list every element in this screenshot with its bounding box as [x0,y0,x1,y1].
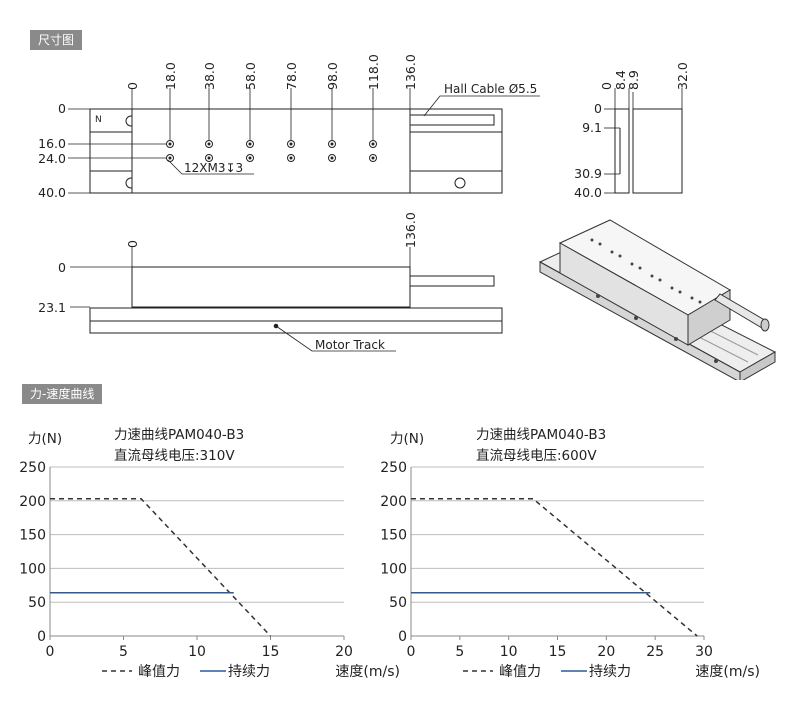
top-x-tick: 0 [125,82,140,90]
side-y-tick: 0 [58,260,66,275]
end-y-tick: 30.9 [574,166,602,181]
y-tick-label: 150 [380,528,407,544]
top-y-tick: 24.0 [38,151,66,166]
chart2-ylabel: 力(N) [390,431,425,447]
x-tick-label: 10 [188,644,206,660]
legend-label-continuous: 持续力 [228,663,270,680]
end-y-tick: 0 [594,101,602,116]
chart1-subtitle: 直流母线电压:310V [114,448,235,464]
isometric-view [538,219,777,380]
dimension-drawings: N 12XM3↧3 Hall Cable Ø5.5 [38,54,777,380]
chart-2: 0 50 100 150 200 250 0 5 10 15 20 25 30 峰值力 持续力 速度(m/s) [380,460,760,680]
y-tick-label: 50 [28,595,46,611]
top-x-tick: 58.0 [243,62,258,90]
x-tick-label: 10 [500,644,518,660]
dimensions-section-label: 尺寸图 [30,30,83,50]
y-tick-label: 200 [380,494,407,510]
end-y-tick: 9.1 [582,120,602,135]
x-axis-label: 速度(m/s) [695,664,760,680]
end-x-tick: 0 [599,82,614,90]
side-x-tick: 136.0 [403,212,418,248]
side-x-tick: 0 [125,240,140,248]
y-tick-label: 100 [19,561,46,577]
hole-callout: 12XM3↧3 [184,161,243,175]
chart2-subtitle: 直流母线电压:600V [476,448,597,464]
top-x-tick: 38.0 [202,62,217,90]
x-tick-label: 20 [597,644,615,660]
x-tick-label: 0 [407,644,416,660]
y-tick-label: 50 [389,595,407,611]
y-tick-label: 250 [380,460,407,476]
y-tick-label: 100 [380,561,407,577]
y-tick-label: 250 [19,460,46,476]
x-tick-label: 15 [549,644,567,660]
x-axis-label: 速度(m/s) [335,664,400,680]
series-line-peak [50,498,272,637]
x-tick-label: 25 [646,644,664,660]
side-view [70,247,503,352]
legend-label-continuous: 持续力 [589,663,631,680]
end-x-tick: 8.9 [626,70,641,90]
x-tick-label: 5 [455,644,464,660]
force-speed-section-label: 力-速度曲线 [22,384,103,404]
top-view [89,108,503,194]
series-line-peak [411,498,698,637]
end-x-tick: 8.4 [613,70,628,90]
forcer-body [131,108,411,194]
x-tick-label: 30 [695,644,713,660]
top-x-tick: 98.0 [325,62,340,90]
top-y-tick: 40.0 [38,185,66,200]
top-y-tick: 0 [58,101,66,116]
legend-label-peak: 峰值力 [138,664,180,680]
chart1-ylabel: 力(N) [28,431,63,447]
x-tick-label: 15 [262,644,280,660]
y-tick-label: 200 [19,494,46,510]
x-tick-label: 20 [335,644,353,660]
end-y-tick: 40.0 [574,185,602,200]
y-tick-label: 150 [19,528,46,544]
top-x-tick: 118.0 [366,54,381,90]
side-y-tick: 23.1 [38,300,66,315]
end-x-tick: 32.0 [675,62,690,90]
cable-label: Hall Cable Ø5.5 [444,82,537,96]
top-x-tick: 78.0 [284,62,299,90]
chart1-title: 力速曲线PAM040-B3 [114,427,245,443]
top-y-tick: 16.0 [38,136,66,151]
track-label: Motor Track [315,338,385,352]
top-x-tick: 18.0 [163,62,178,90]
x-tick-label: 0 [46,644,55,660]
chart2-title: 力速曲线PAM040-B3 [476,427,607,443]
top-x-tick: 136.0 [403,54,418,90]
y-tick-label: 0 [37,629,46,645]
hall-cable [409,114,495,126]
y-tick-label: 0 [398,629,407,645]
chart-1: 0 50 100 150 200 250 0 5 10 15 20 峰值力 持续力 速度(m/s) [19,460,400,680]
x-tick-label: 5 [119,644,128,660]
end-view [604,88,683,194]
n-mark: N [95,115,102,125]
legend-label-peak: 峰值力 [499,664,541,680]
